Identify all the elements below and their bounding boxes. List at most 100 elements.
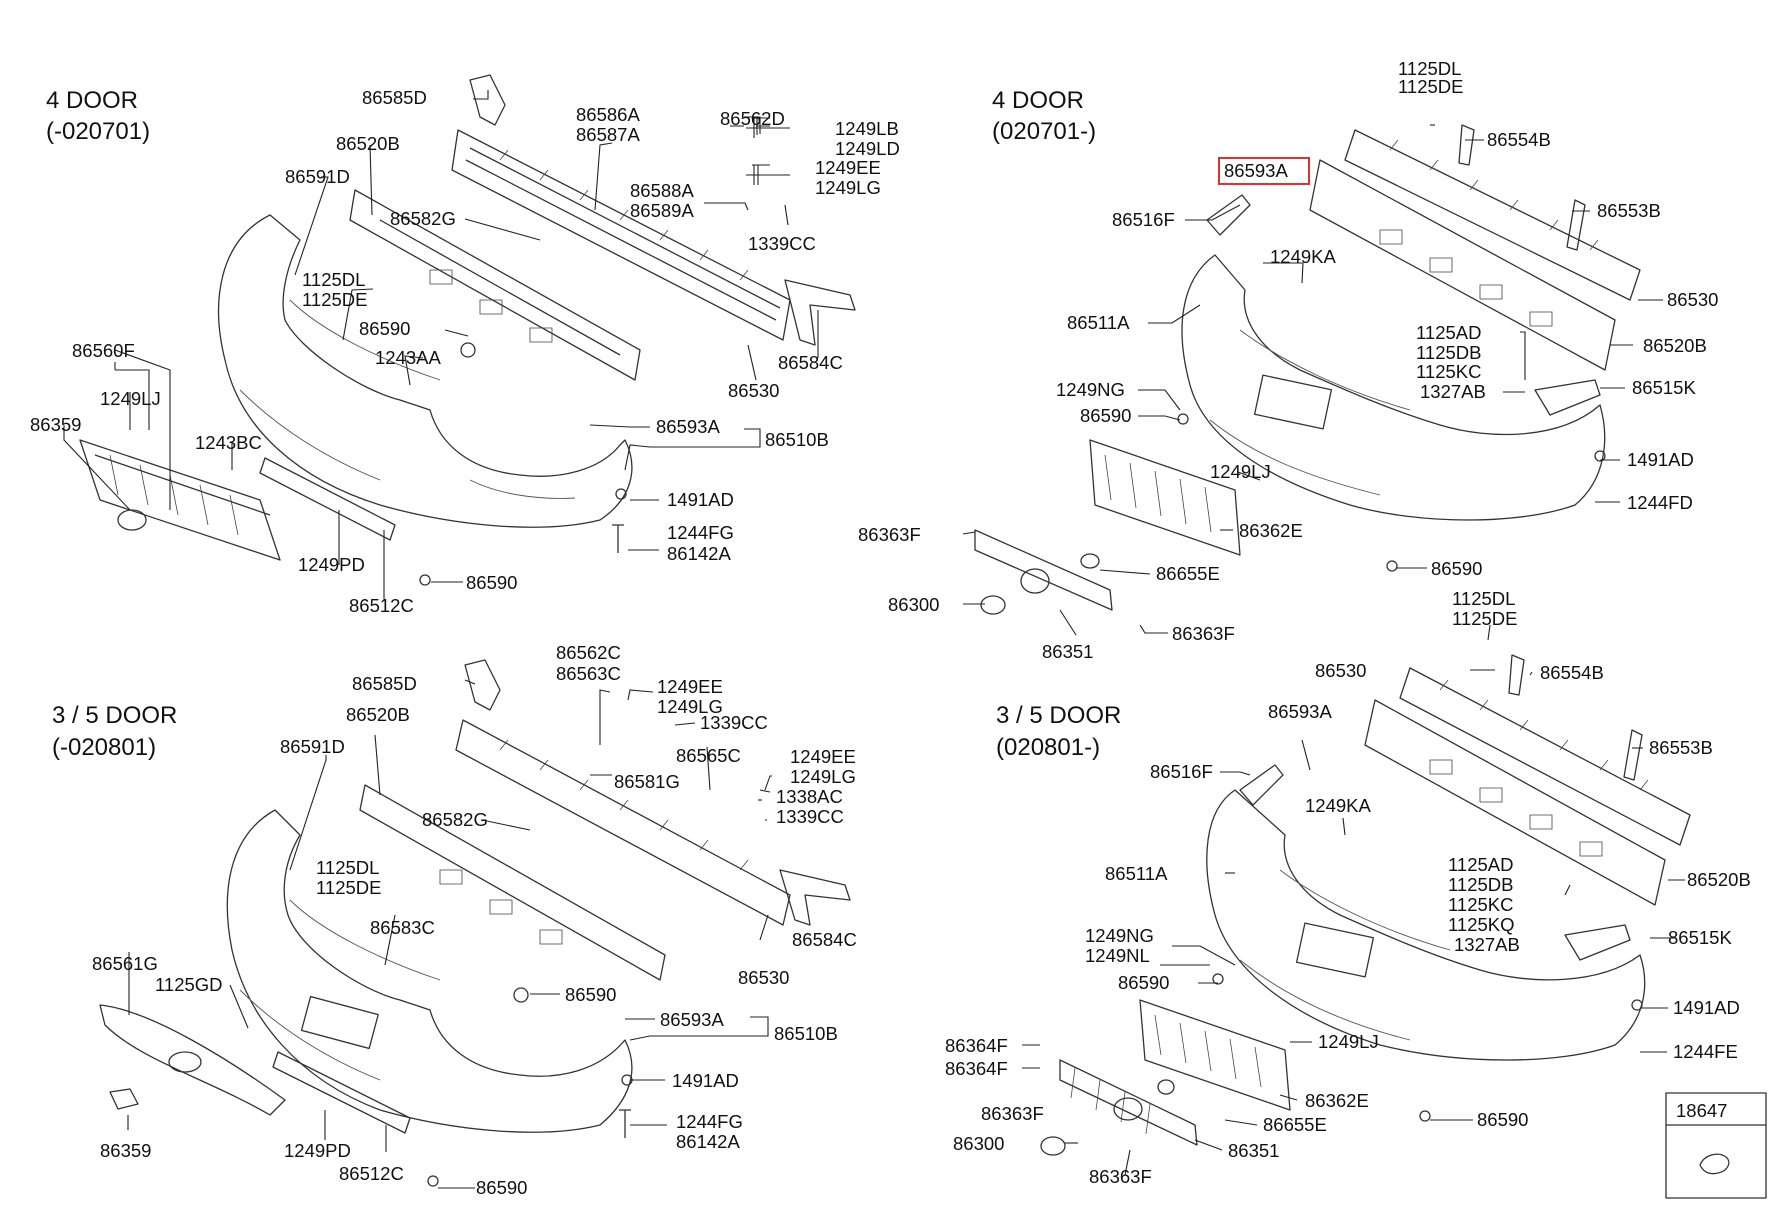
absorber-hatch — [429, 269, 553, 343]
grille-part — [79, 439, 281, 561]
part-label: 1249LJ — [100, 388, 161, 409]
part-label: 1339CC — [748, 233, 816, 254]
part-label: 1338AC — [776, 786, 843, 807]
part-label: 1339CC — [776, 806, 844, 827]
bracket-part — [1508, 654, 1525, 696]
absorber-part — [349, 189, 641, 381]
grille-part — [99, 1004, 286, 1116]
bumper-cover-detail — [239, 299, 576, 499]
bracket-part — [464, 659, 501, 711]
part-label: 86593A — [660, 1009, 724, 1030]
leader-lines — [63, 90, 1685, 1189]
beam-hatch — [1439, 679, 1649, 791]
part-label: 86520B — [1643, 335, 1707, 356]
nut-part — [427, 1175, 439, 1187]
part-label: 86554B — [1540, 662, 1604, 683]
bracket-part — [1239, 764, 1284, 806]
part-label: 86581G — [614, 771, 680, 792]
beam-hatch — [499, 739, 749, 871]
section-title-br-line1: 3 / 5 DOOR — [996, 702, 1121, 729]
part-label: 1125KQ — [1448, 914, 1515, 935]
beam-hatch — [1389, 139, 1599, 251]
emblem-part — [117, 509, 147, 531]
part-label: 1125DE — [1398, 76, 1463, 97]
nut-part — [419, 574, 431, 586]
clip-part — [513, 987, 529, 1003]
grille-hatch — [1154, 1014, 1262, 1088]
inset-box — [1665, 1092, 1767, 1199]
part-label: 1491AD — [1673, 997, 1740, 1018]
nut-part — [1419, 1110, 1431, 1122]
part-label: 1125DE — [316, 877, 381, 898]
part-label: 86520B — [1687, 869, 1751, 890]
part-label: 1125DL — [1398, 58, 1461, 79]
part-label: 86142A — [676, 1131, 740, 1152]
part-label: 86554B — [1487, 129, 1551, 150]
bracket-part — [1623, 729, 1643, 781]
bumper-cover-part — [1181, 254, 1606, 521]
part-label: 86359 — [100, 1140, 151, 1161]
part-label: 86584C — [792, 929, 857, 950]
absorber-part — [1364, 699, 1666, 906]
absorber-hatch — [1379, 229, 1553, 327]
emblem-part — [109, 1088, 139, 1110]
section-title-tr-line2: (020701-) — [992, 118, 1096, 145]
bumper-cover-part — [1206, 789, 1646, 1061]
lower-strip-part — [272, 1051, 411, 1134]
part-label: 1125DB — [1416, 342, 1481, 363]
bracket-part — [469, 74, 506, 126]
bumper-cover-part — [226, 809, 633, 1133]
inset-part — [1699, 1153, 1730, 1175]
part-label: 86362E — [1239, 520, 1303, 541]
part-label: 86364F — [945, 1035, 1008, 1056]
bracket-part — [1534, 379, 1601, 416]
bracket-part — [1458, 124, 1475, 166]
part-label: 1327AB — [1454, 934, 1520, 955]
nut-part — [1386, 560, 1398, 572]
part-label: 86588A — [630, 180, 694, 201]
part-label: 86363F — [1172, 623, 1235, 644]
part-label: 1249LG — [790, 766, 856, 787]
part-label: 86584C — [778, 352, 843, 373]
part-label: 1249EE — [815, 157, 881, 178]
part-label: 86553B — [1597, 200, 1661, 221]
stay-part — [784, 279, 856, 346]
part-label: 1249NG — [1056, 379, 1125, 400]
beam-part — [455, 719, 791, 926]
part-label: 86591D — [280, 736, 345, 757]
part-label: 86590 — [359, 318, 410, 339]
section-title-tr-line1: 4 DOOR — [992, 87, 1084, 114]
part-label: 86655E — [1263, 1114, 1327, 1135]
part-label: 1244FG — [676, 1111, 743, 1132]
part-label: 86515K — [1668, 927, 1732, 948]
part-label: 86520B — [346, 704, 410, 725]
part-label: 1249NL — [1085, 945, 1150, 966]
part-label: 86530 — [728, 380, 779, 401]
nut-part — [1631, 999, 1643, 1011]
part-label: 1249LJ — [1210, 461, 1271, 482]
part-label: 1249KA — [1270, 246, 1336, 267]
part-label: 1249LB — [835, 118, 899, 139]
part-label: 86565C — [676, 745, 741, 766]
part-label: 86591D — [285, 166, 350, 187]
part-label: 1249LJ — [1318, 1031, 1379, 1052]
section-title-tl-line1: 4 DOOR — [46, 87, 138, 114]
bumper-cover-part — [217, 214, 633, 528]
part-label: 1491AD — [672, 1070, 739, 1091]
part-label: 86530 — [738, 967, 789, 988]
part-label: 86362E — [1305, 1090, 1369, 1111]
part-label: 86363F — [1089, 1166, 1152, 1187]
part-label: 86512C — [349, 595, 414, 616]
labels-bl: 86562C 86563C 86585D 1249EE 1249LG 86520… — [92, 642, 857, 1198]
plate-area-part — [300, 995, 379, 1050]
molding-part — [1059, 1059, 1198, 1146]
beam-part — [451, 129, 791, 341]
part-label: 1491AD — [1627, 449, 1694, 470]
part-label: 86510B — [765, 429, 829, 450]
part-label: 86655E — [1156, 563, 1220, 584]
part-label: 86593A — [656, 416, 720, 437]
section-title-bl-line2: (-020801) — [52, 734, 156, 761]
part-label: 86583C — [370, 917, 435, 938]
plate-area-part — [1253, 374, 1333, 430]
part-label: 86511A — [1067, 312, 1130, 333]
